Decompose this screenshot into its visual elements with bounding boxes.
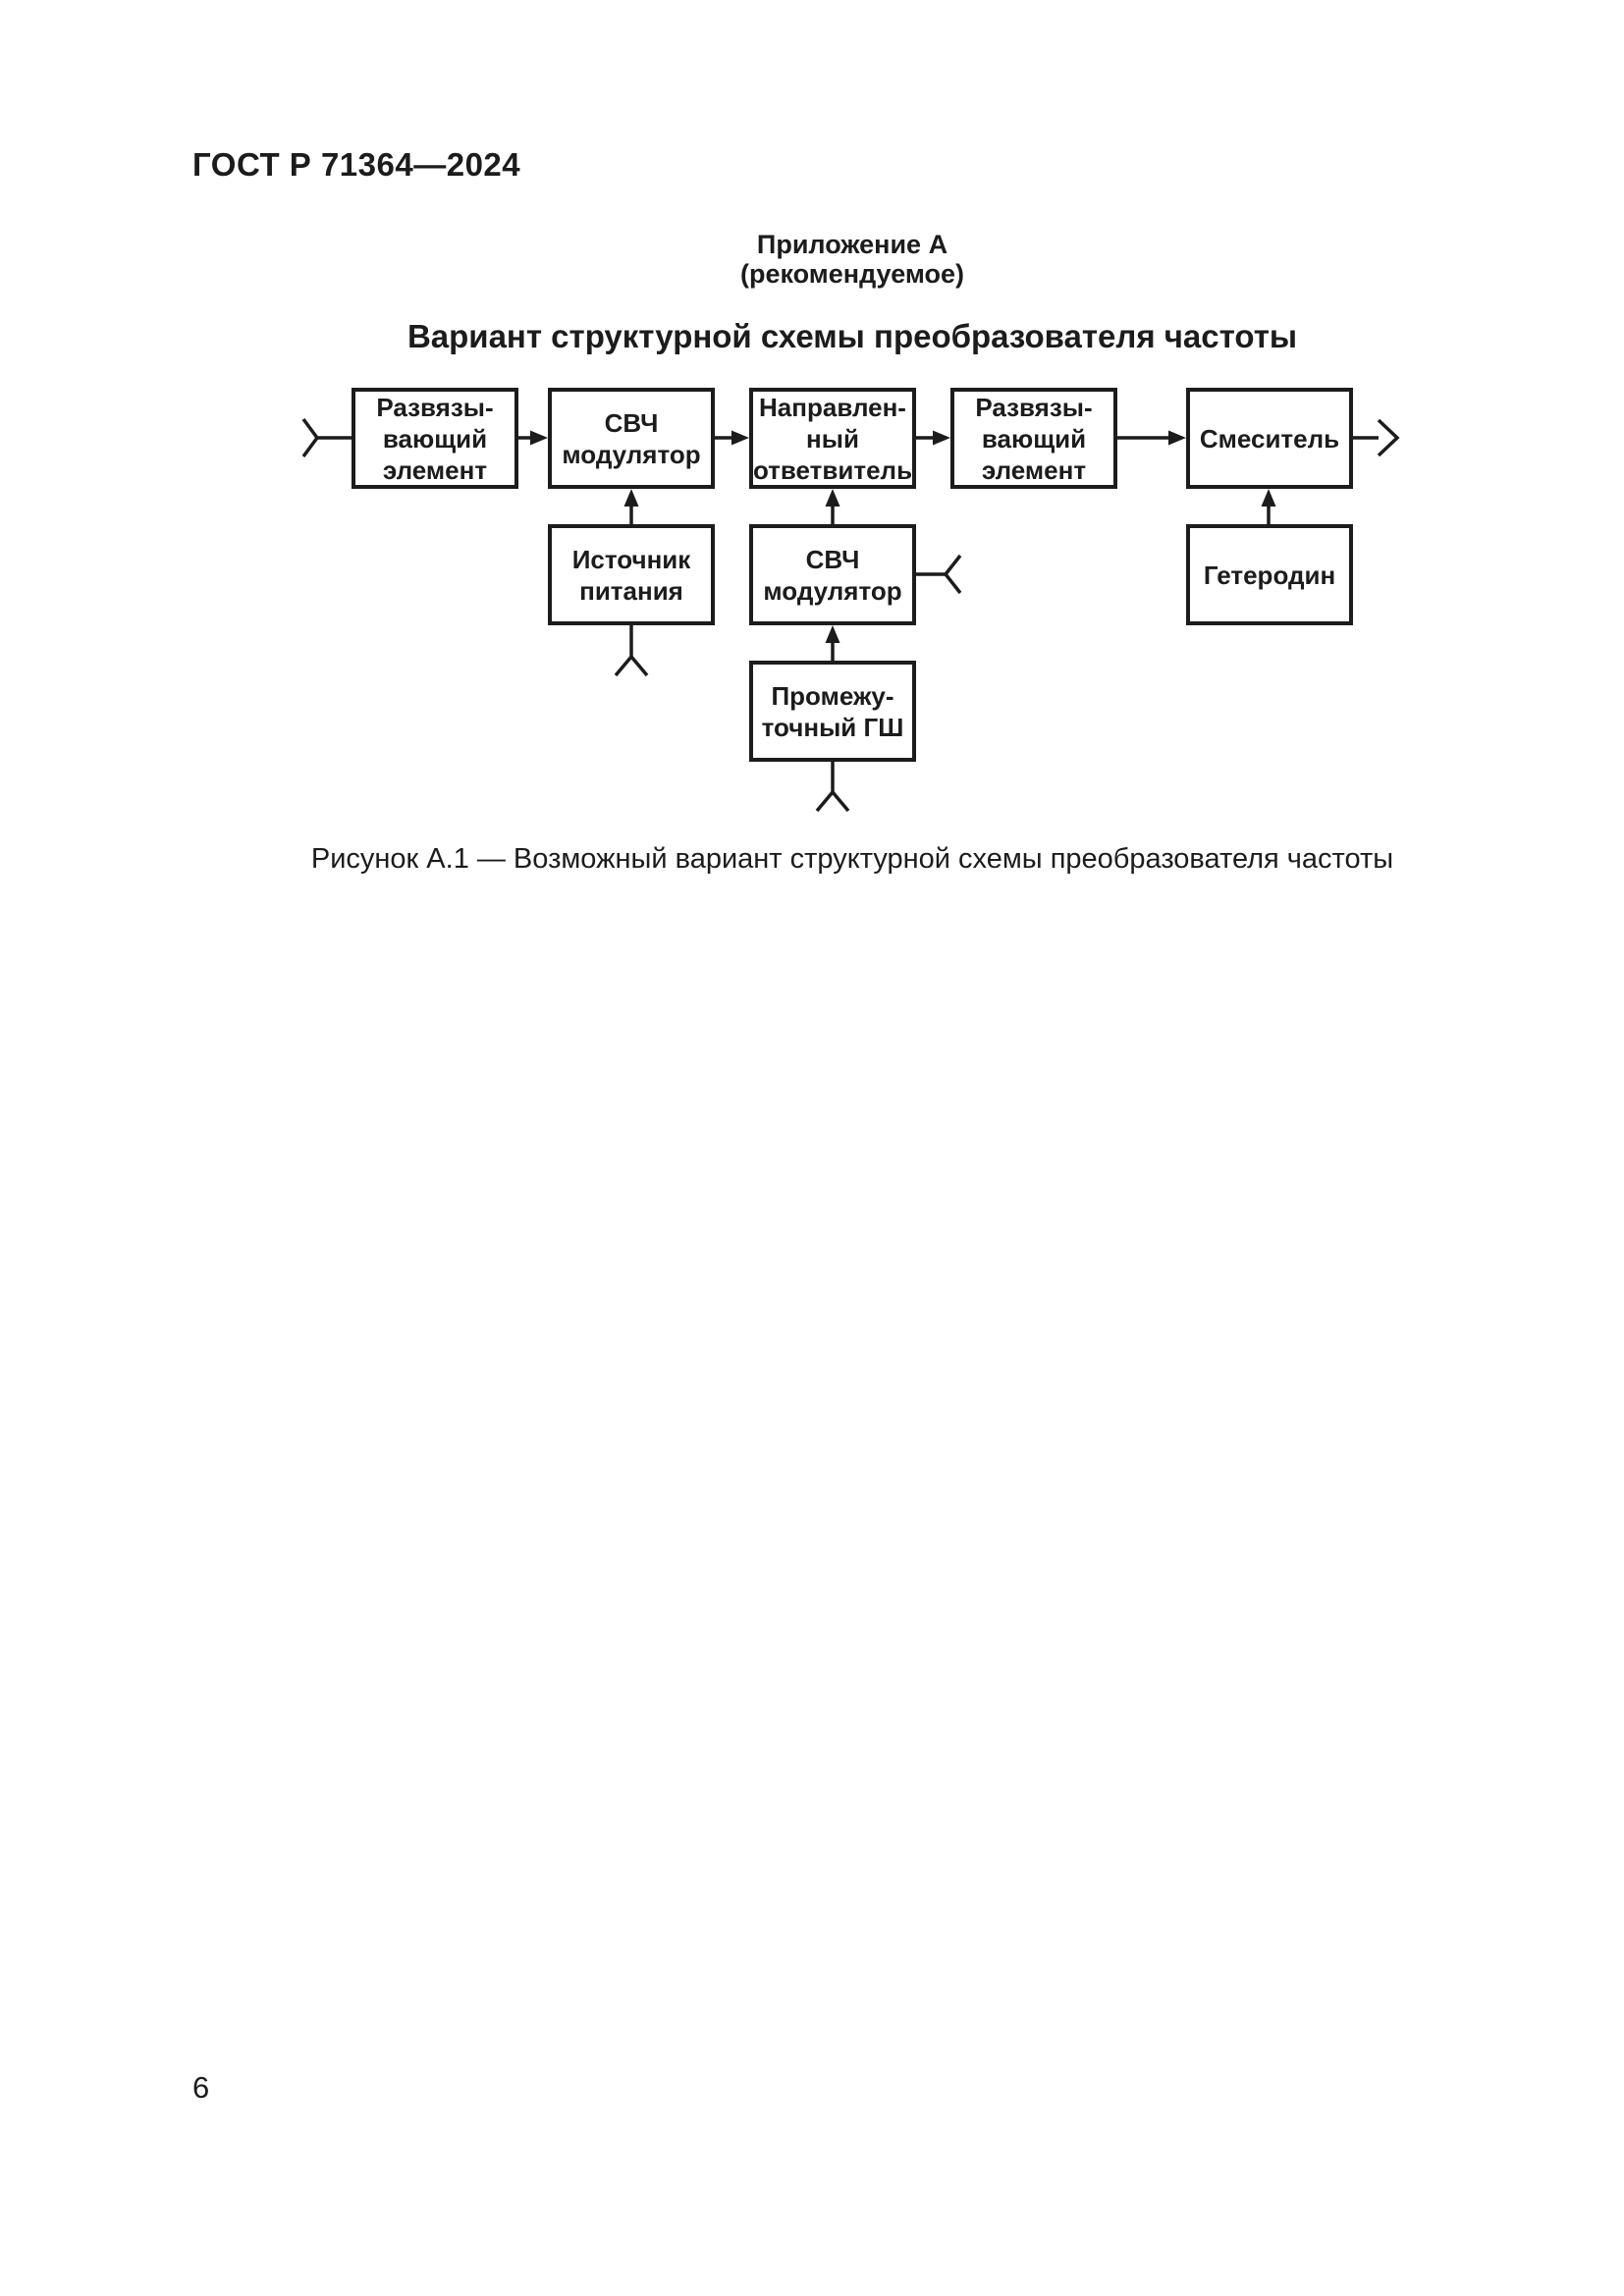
figure-caption: Рисунок А.1 — Возможный вариант структур… — [310, 843, 1394, 875]
arrow-modulator1-to-coupler — [715, 430, 749, 446]
arrow-oscillator-to-mixer — [1261, 489, 1276, 524]
side-connector-icon — [916, 554, 962, 595]
block-uhf-modulator-1: СВЧ модулятор — [548, 388, 715, 489]
block-isolator-2: Развязы- вающий элемент — [950, 388, 1117, 489]
appendix-note: (рекомендуемое) — [740, 259, 964, 289]
input-connector-icon — [301, 417, 352, 458]
arrow-isolator2-to-mixer — [1117, 430, 1186, 446]
arrow-modulator2-to-coupler — [825, 489, 840, 524]
block-power-supply: Источник питания — [548, 524, 715, 625]
ground-connector-gsh-icon — [815, 761, 850, 813]
arrow-power-supply-to-modulator1 — [623, 489, 639, 524]
block-local-oscillator: Гетеродин — [1186, 524, 1353, 625]
block-uhf-modulator-2: СВЧ модулятор — [749, 524, 916, 625]
appendix-title: Вариант структурной схемы преобразовател… — [406, 318, 1298, 354]
block-mixer: Смеситель — [1186, 388, 1353, 489]
output-arrow-icon — [1352, 418, 1400, 457]
appendix-label: Приложение А — [756, 230, 948, 259]
ground-connector-power-supply-icon — [614, 625, 649, 677]
page-number: 6 — [192, 2070, 210, 2105]
block-intermediate-gsh: Промежу- точный ГШ — [749, 661, 916, 762]
block-directional-coupler: Направлен- ный ответвитель — [749, 388, 916, 489]
block-isolator-1: Развязы- вающий элемент — [352, 388, 518, 489]
document-header: ГОСТ Р 71364—2024 — [192, 146, 521, 183]
arrow-coupler-to-isolator2 — [916, 430, 950, 446]
arrow-isolator1-to-modulator1 — [518, 430, 548, 446]
arrow-gsh-to-modulator2 — [825, 625, 840, 661]
